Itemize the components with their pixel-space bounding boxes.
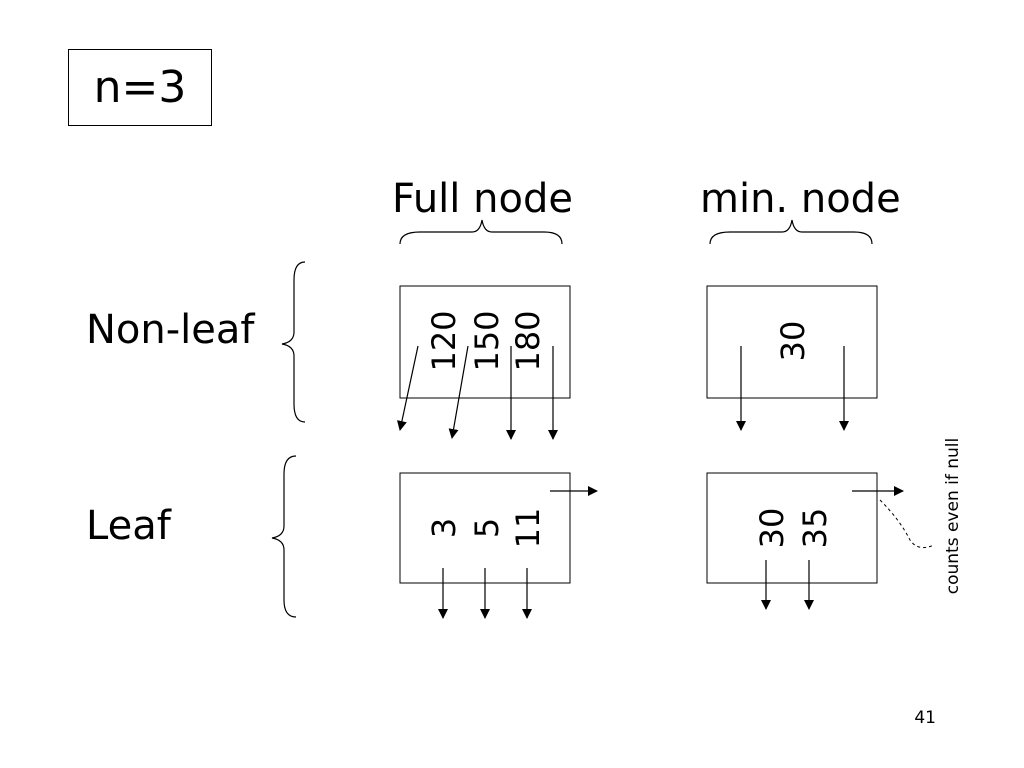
key-label: 30 (753, 507, 791, 549)
brace-nonleaf (281, 261, 306, 423)
column-heading-full: Full node (392, 176, 573, 222)
brace-min (709, 219, 873, 245)
pointer-note: counts even if null (943, 437, 963, 595)
key-label: 150 (468, 310, 506, 372)
node-box-leaf-min (706, 472, 878, 584)
key-label: 35 (796, 507, 834, 549)
brace-full (399, 219, 563, 245)
title-box: n=3 (68, 49, 212, 126)
key-label: 11 (509, 507, 547, 549)
title-text: n=3 (93, 62, 187, 113)
pointer-arrow (396, 345, 419, 431)
key-label: 120 (425, 310, 463, 372)
key-label: 30 (774, 320, 812, 362)
node-box-nonleaf-full (399, 285, 571, 399)
row-label-leaf: Leaf (86, 503, 171, 549)
column-heading-min: min. node (700, 176, 901, 222)
key-label: 180 (509, 310, 547, 372)
page-number: 41 (914, 708, 936, 728)
pointer-arrow (448, 345, 469, 439)
brace-leaf (271, 455, 297, 618)
key-label: 5 (468, 517, 506, 539)
node-box-nonleaf-min (706, 285, 878, 399)
note-callout-line (879, 499, 935, 549)
row-label-nonleaf: Non-leaf (86, 307, 255, 353)
key-label: 3 (425, 517, 463, 539)
